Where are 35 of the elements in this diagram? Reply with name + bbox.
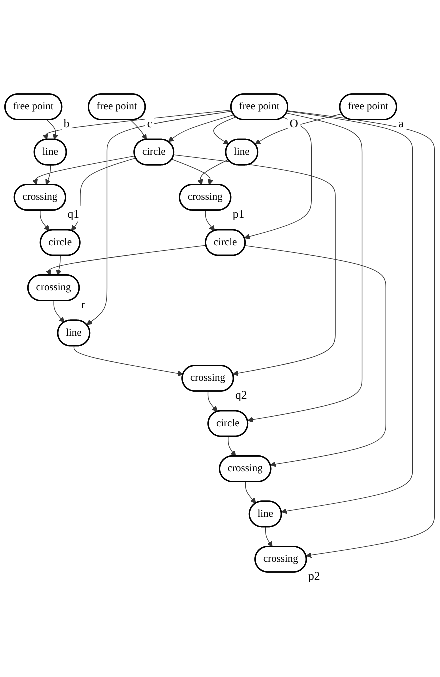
arrow	[198, 158, 229, 185]
point-name: r	[81, 297, 86, 312]
arrow	[46, 244, 207, 276]
arrow	[228, 436, 236, 456]
point-name: q1	[68, 206, 80, 221]
arrow	[172, 158, 214, 185]
arrow	[214, 116, 236, 144]
arrow	[255, 113, 343, 144]
arrow	[281, 110, 414, 514]
arrow	[265, 526, 273, 547]
point-name: c	[147, 116, 153, 130]
arrow	[130, 119, 148, 140]
arrow	[54, 300, 65, 322]
arrow	[205, 210, 216, 231]
point-name: b	[64, 116, 70, 130]
point-name: a	[398, 116, 404, 130]
arrow	[74, 346, 184, 376]
arrow	[174, 154, 336, 376]
point-name: p1	[232, 206, 245, 221]
arrow	[40, 210, 50, 231]
point-name: O	[290, 116, 298, 130]
arrow	[168, 114, 234, 142]
arrow	[71, 157, 136, 231]
point-name: q2	[236, 388, 248, 402]
point-name: p2	[308, 568, 320, 583]
arrow	[56, 255, 62, 276]
arrow	[46, 119, 59, 140]
arrow	[208, 390, 218, 412]
arrow	[42, 109, 232, 140]
arrow	[245, 245, 386, 467]
arrow	[32, 155, 136, 185]
arrow	[245, 481, 256, 504]
arrow	[46, 164, 52, 185]
arrow	[248, 112, 363, 422]
arrow	[86, 110, 232, 325]
